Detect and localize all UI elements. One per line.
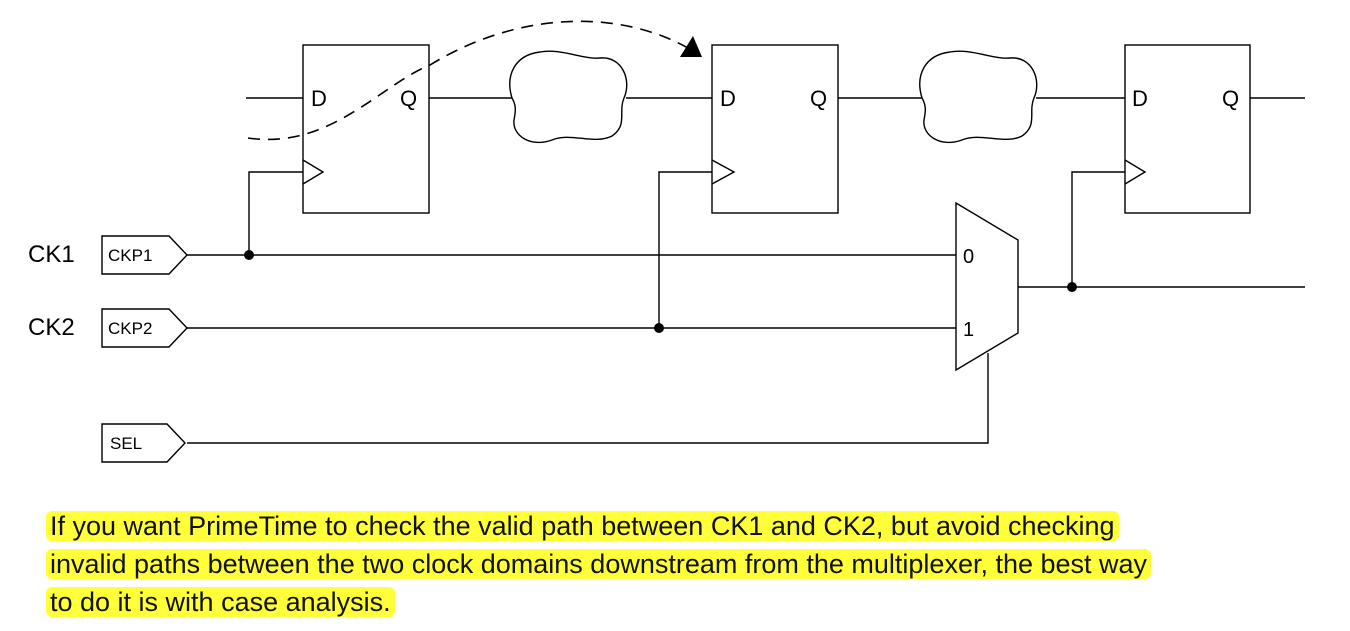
ckp2-label: CKP2: [108, 319, 152, 338]
flip-flop-2: [711, 44, 839, 214]
port-ckp2: [101, 308, 188, 348]
timing-path-arrow: [247, 20, 689, 141]
junction-mux-out: [1067, 282, 1077, 292]
wire-mux-to-ff3-clk: [1071, 171, 1125, 287]
port-ckp1: [101, 235, 188, 275]
caption: If you want PrimeTime to check the valid…: [46, 507, 1346, 621]
clock-pin-ff1: [302, 159, 325, 185]
flip-flop-1: [302, 44, 430, 214]
wire-ck1-to-ff1-clk: [248, 171, 303, 255]
timing-path-arrowhead: [680, 36, 702, 57]
circuit-diagram: D Q D Q D Q CK1 CK2 CKP1 CKP2 SEL 0 1: [28, 20, 1305, 463]
clock-pin-ff3: [1124, 159, 1147, 185]
wire-ck2-to-ff2-clk: [658, 171, 712, 328]
ff1-q-label: Q: [400, 86, 417, 111]
junction-ck2: [654, 323, 664, 333]
multiplexer: [955, 201, 1019, 372]
ff1-d-label: D: [311, 86, 327, 111]
caption-line-2: invalid paths between the two clock doma…: [46, 549, 1152, 579]
ckp1-label: CKP1: [108, 246, 152, 265]
junction-ck1: [244, 250, 254, 260]
ck2-label: CK2: [28, 314, 75, 341]
flip-flop-3: [1124, 44, 1251, 214]
caption-line-3: to do it is with case analysis.: [46, 587, 395, 617]
ff2-q-label: Q: [810, 86, 827, 111]
sel-label: SEL: [110, 434, 142, 453]
ck1-label: CK1: [28, 241, 75, 268]
caption-line-1: If you want PrimeTime to check the valid…: [46, 511, 1119, 541]
mux-input-0-label: 0: [963, 246, 974, 268]
ff3-d-label: D: [1132, 86, 1148, 111]
logic-cloud-1: [509, 50, 628, 144]
logic-cloud-2: [919, 50, 1038, 144]
ff3-q-label: Q: [1222, 86, 1239, 111]
wire-sel-to-mux: [187, 353, 989, 444]
port-sel: [101, 423, 186, 463]
ff2-d-label: D: [720, 86, 736, 111]
mux-input-1-label: 1: [963, 319, 974, 341]
clock-pin-ff2: [711, 159, 736, 185]
